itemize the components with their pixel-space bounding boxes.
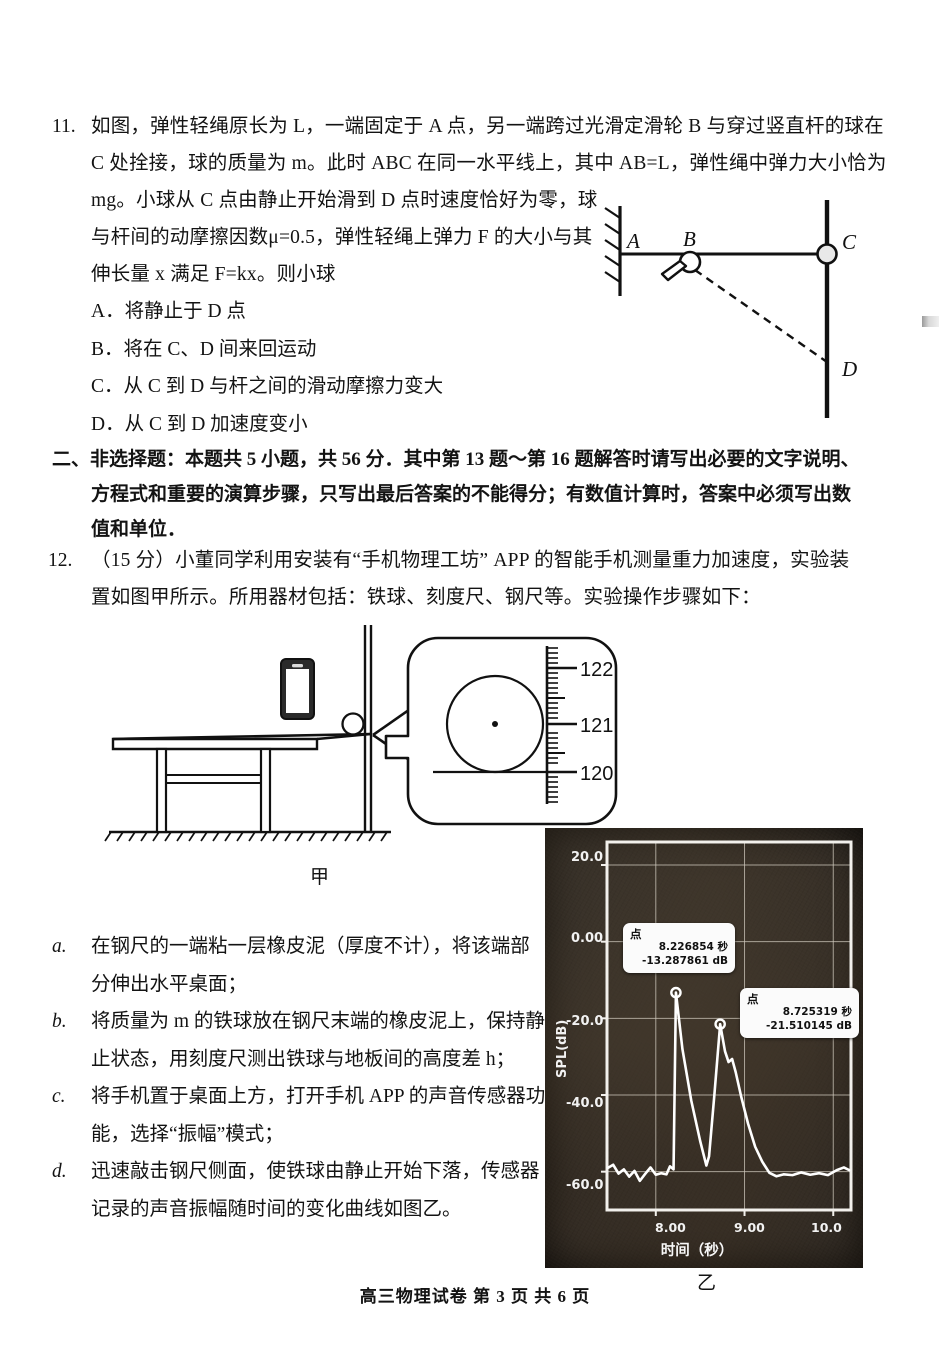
section-2-line: 值和单位． (91, 519, 187, 540)
step-d-text: 迅速敲击钢尺侧面，使铁球由静止开始下落，传感器 记录的声音振幅随时间的变化曲线如… (91, 1153, 540, 1228)
ruler-tick-122: 122 (580, 659, 613, 681)
chart-ytick-20: 20.0 (571, 850, 604, 865)
question-11-line: C 处拴接，球的质量为 m。此时 ABC 在同一水平线上，其中 AB=L，弹性绳… (91, 153, 887, 174)
question-12-body: （15 分）小董同学利用安装有“手机物理工坊” APP 的智能手机测量重力加速度… (91, 542, 849, 616)
figure-label-b: B (683, 227, 696, 251)
annotation-1-level: -13.287861 dB (642, 954, 728, 967)
question-11-option-a[interactable]: A．将静止于 D 点 (91, 301, 246, 322)
step-d-line: 记录的声音振幅随时间的变化曲线如图乙。 (91, 1198, 462, 1220)
chart-ytick-m40: -40.0 (566, 1096, 604, 1111)
question-11-body: 如图，弹性轻绳原长为 L，一端固定于 A 点，另一端跨过光滑定滑轮 B 与穿过竖… (91, 108, 887, 443)
question-11-option-d[interactable]: D．从 C 到 D 加速度变小 (91, 413, 308, 435)
question-11-figure: A B C D (598, 196, 898, 421)
step-a-line: 在钢尺的一端粘一层橡皮泥（厚度不计），将该端部 (91, 936, 530, 957)
figure-label-d: D (841, 357, 857, 381)
figure-yi-caption: 乙 (697, 1273, 717, 1294)
question-11-line: 与杆间的动摩擦因数μ=0.5，弹性轻绳上弹力 F 的大小与其 (91, 227, 593, 248)
spl-chart (601, 840, 853, 1216)
chart-ytick-0: 0.00 (571, 931, 604, 946)
annotation-1-time: 8.226854 秒 (658, 941, 728, 953)
chart-xtick-9: 9.00 (734, 1220, 765, 1235)
figure-label-c: C (842, 230, 857, 254)
step-b-line: 将质量为 m 的铁球放在钢尺末端的橡皮泥上，保持静 (91, 1011, 545, 1032)
step-b-line: 止状态，用刻度尺测出铁球与地板间的高度差 h； (91, 1048, 516, 1070)
step-a-label: a. (52, 936, 67, 957)
step-c-label: c. (52, 1086, 66, 1107)
step-b-label: b. (52, 1011, 67, 1032)
question-11-option-b[interactable]: B．将在 C、D 间来回运动 (91, 338, 317, 360)
question-12-number: 12. (48, 550, 73, 571)
step-d-label: d. (52, 1161, 67, 1182)
annotation-1-header: 点 (630, 927, 642, 941)
chart-xtick-10: 10.0 (811, 1220, 842, 1235)
margin-mark (922, 316, 939, 327)
annotation-2-level: -21.510145 dB (766, 1019, 852, 1032)
ruler-tick-121: 121 (580, 715, 613, 737)
step-b-text: 将质量为 m 的铁球放在钢尺末端的橡皮泥上，保持静 止状态，用刻度尺测出铁球与地… (91, 1003, 545, 1078)
chart-ytick-m60: -60.0 (566, 1178, 604, 1193)
page-footer: 高三物理试卷 第 3 页 共 6 页 (359, 1287, 591, 1306)
section-2-line: 二、非选择题：本题共 5 小题，共 56 分．其中第 13 题～第 16 题解答… (52, 449, 860, 470)
annotation-2-header: 点 (747, 992, 759, 1006)
annotation-2-time: 8.725319 秒 (782, 1006, 852, 1018)
section-2-line: 方程式和重要的演算步骤，只写出最后答案的不能得分；有数值计算时，答案中必须写出数 (91, 484, 852, 505)
chart-annotation-2[interactable]: 点 8.725319 秒 -21.510145 dB (740, 988, 859, 1038)
step-c-line: 将手机置于桌面上方，打开手机 APP 的声音传感器功 (91, 1086, 546, 1107)
question-12-line: （15 分）小董同学利用安装有“手机物理工坊” APP 的智能手机测量重力加速度… (91, 550, 850, 571)
photo-grain (545, 828, 863, 1268)
figure-jia: 122 121 120 (95, 608, 655, 898)
step-c-text: 将手机置于桌面上方，打开手机 APP 的声音传感器功 能，选择“振幅”模式； (91, 1078, 545, 1153)
step-a-line: 分伸出水平桌面； (91, 973, 248, 995)
chart-ytick-m20: -20.0 (566, 1014, 604, 1029)
section-2-heading: 二、非选择题：本题共 5 小题，共 56 分．其中第 13 题～第 16 题解答… (52, 442, 860, 547)
figure-label-a: A (625, 229, 640, 253)
chart-x-axis-title: 时间（秒） (660, 1243, 734, 1259)
chart-peak-marker-2[interactable] (714, 1018, 726, 1030)
figure-jia-caption: 甲 (310, 867, 330, 888)
question-11-line: 如图，弹性轻绳原长为 L，一端固定于 A 点，另一端跨过光滑定滑轮 B 与穿过竖… (91, 116, 884, 137)
question-11-line: mg。小球从 C 点由静止开始滑到 D 点时速度恰好为零，球 (91, 190, 598, 211)
step-c-line: 能，选择“振幅”模式； (91, 1123, 284, 1145)
question-12-line: 置如图甲所示。所用器材包括：铁球、刻度尺、钢尺等。实验操作步骤如下： (91, 587, 761, 608)
chart-peak-marker-1[interactable] (670, 986, 682, 999)
step-d-line: 迅速敲击钢尺侧面，使铁球由静止开始下落，传感器 (91, 1161, 540, 1182)
figure-yi-spl-chart: SPL(dB) 20.0 0.00 -20.0 -40.0 -60.0 8.00… (545, 828, 863, 1268)
ruler-tick-120: 120 (580, 763, 613, 785)
chart-annotation-1[interactable]: 点 8.226854 秒 -13.287861 dB (623, 923, 735, 973)
step-a-text: 在钢尺的一端粘一层橡皮泥（厚度不计），将该端部 分伸出水平桌面； (91, 928, 530, 1003)
question-11-number: 11. (52, 116, 76, 137)
question-11-option-c[interactable]: C．从 C 到 D 与杆之间的滑动摩擦力变大 (91, 376, 444, 397)
question-11-line: 伸长量 x 满足 F=kx。则小球 (91, 264, 336, 285)
chart-xtick-8: 8.00 (655, 1220, 686, 1235)
